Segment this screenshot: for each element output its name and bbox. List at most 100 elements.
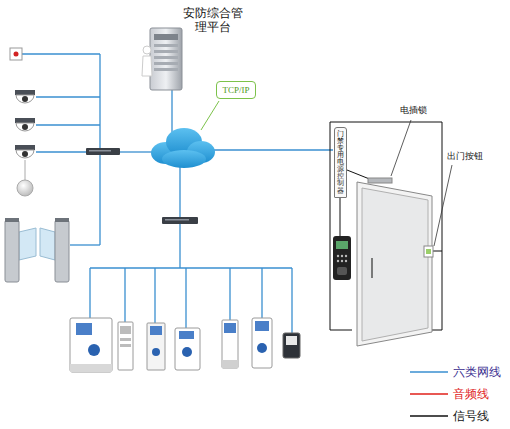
server-icon <box>154 34 178 40</box>
network-wire <box>124 268 125 322</box>
turnstile <box>55 218 69 222</box>
dome-camera <box>16 123 34 131</box>
fingerprint-reader <box>337 255 339 257</box>
alarm-device <box>10 48 22 60</box>
network-cloud <box>151 128 215 168</box>
fingerprint-reader <box>336 241 348 249</box>
leader-line <box>391 120 411 176</box>
legend-text: 信号线 <box>453 408 489 424</box>
kiosk-terminal <box>120 338 131 341</box>
door <box>357 182 432 346</box>
network-wire <box>291 268 292 333</box>
kiosk-terminal <box>70 318 112 372</box>
server-icon <box>154 68 178 71</box>
dome-camera <box>15 90 35 103</box>
kiosk-terminal <box>222 320 238 368</box>
legend-sample <box>410 415 448 417</box>
legend-text: 音频线 <box>453 386 489 402</box>
exit-button <box>424 246 433 257</box>
network-wire <box>22 53 100 54</box>
kiosk-terminal <box>120 326 131 334</box>
kiosk-terminal <box>76 323 92 335</box>
turnstile <box>19 228 36 260</box>
network-wire <box>179 224 180 268</box>
electric-lock <box>368 178 392 183</box>
kiosk-terminal <box>118 322 133 370</box>
network-wire <box>205 149 333 150</box>
kiosk-terminal <box>222 360 238 368</box>
dome-camera <box>15 90 35 95</box>
kiosk-terminal <box>147 323 165 370</box>
kiosk-terminal <box>120 344 131 347</box>
door <box>362 188 428 341</box>
network-cloud <box>162 150 206 168</box>
network-switch <box>162 217 198 224</box>
kiosk-terminal <box>252 318 272 368</box>
electric-lock <box>368 178 392 183</box>
signal-wire <box>330 122 352 330</box>
speaker-ball <box>17 180 33 196</box>
kiosk-terminal <box>147 323 165 370</box>
network-wire <box>89 268 90 318</box>
turnstile <box>5 218 19 222</box>
node-text: TCP/IP <box>222 85 250 95</box>
kiosk-terminal <box>179 331 194 339</box>
dome-camera <box>22 151 28 157</box>
node-text: 门禁专用电源控制器 <box>337 130 344 194</box>
server-icon <box>154 62 178 65</box>
turnstile <box>55 220 69 282</box>
fingerprint-reader <box>337 260 339 262</box>
network-switch <box>165 219 189 221</box>
dome-camera <box>15 118 35 123</box>
server-icon <box>154 56 178 59</box>
network-wire <box>154 268 155 323</box>
dome-camera <box>22 124 28 130</box>
kiosk-terminal <box>175 328 200 370</box>
fingerprint-reader <box>333 236 351 280</box>
dome-camera <box>22 96 28 102</box>
fingerprint-reader <box>345 255 347 257</box>
kiosk-terminal <box>255 321 269 331</box>
leader-line <box>201 101 219 130</box>
kiosk-terminal <box>70 318 112 372</box>
kiosk-terminal <box>222 320 238 368</box>
network-wire <box>171 90 172 132</box>
kiosk-terminal <box>152 348 160 356</box>
part-label: 电插锁 <box>400 105 427 116</box>
kiosk-terminal <box>257 343 267 353</box>
legend-text: 六类网线 <box>453 364 501 380</box>
network-wire <box>36 124 100 125</box>
network-wire <box>22 54 333 333</box>
dome-camera <box>16 95 34 103</box>
dome-camera <box>15 118 35 131</box>
kiosk-terminal <box>175 328 200 370</box>
network-wire <box>36 96 100 97</box>
fingerprint-reader <box>341 260 343 262</box>
dome-camera <box>15 145 35 158</box>
network-wire <box>70 244 100 245</box>
callout-box: TCP/IP <box>216 81 256 99</box>
kiosk-terminal <box>283 333 300 358</box>
door <box>357 182 432 346</box>
fingerprint-reader <box>333 236 351 280</box>
server-icon <box>154 50 178 53</box>
door <box>371 258 373 278</box>
kiosk-terminal <box>286 336 297 345</box>
server-icon <box>142 56 152 76</box>
legend-sample <box>410 371 448 373</box>
legend-sample <box>410 393 448 395</box>
network-wire <box>229 268 230 320</box>
network-wire <box>261 268 262 318</box>
kiosk-terminal <box>224 323 236 333</box>
network-switch <box>86 148 120 155</box>
signal-wire <box>340 196 341 236</box>
turnstile <box>5 220 19 282</box>
exit-button <box>426 249 431 254</box>
leader-line <box>434 165 452 246</box>
turnstile <box>40 228 55 260</box>
platform-label: 安防综合管理平台 <box>182 6 244 35</box>
server-icon <box>143 46 151 54</box>
fingerprint-reader <box>341 255 343 257</box>
